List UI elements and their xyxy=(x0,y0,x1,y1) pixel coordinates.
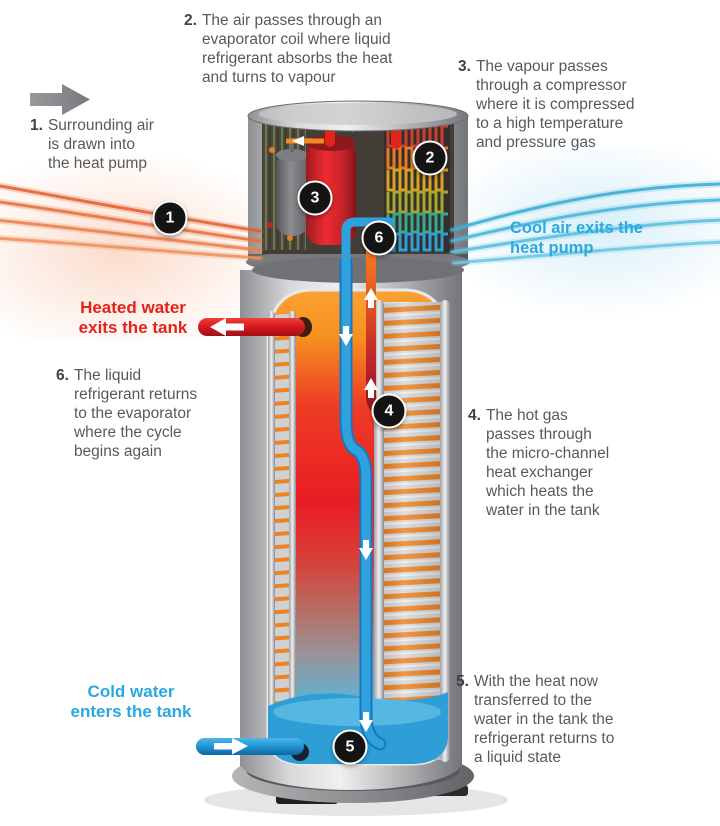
badge-3: 3 xyxy=(297,180,333,216)
step-2-text: 2. The air passes through an evaporator … xyxy=(184,12,393,86)
cold-water-label: Cold water enters the tank xyxy=(70,682,192,721)
heated-water-label: Heated water exits the tank xyxy=(78,298,188,337)
step-5-number: 5. xyxy=(456,673,469,690)
refrigerant-pipe-cold xyxy=(339,217,395,751)
cold-water-inlet-pipe xyxy=(196,738,304,755)
cold-water-pool xyxy=(268,692,448,764)
intake-arrow-icon xyxy=(30,84,90,115)
badge-6: 6 xyxy=(361,220,397,256)
step-1-number: 1. xyxy=(30,117,43,134)
badge-1: 1 xyxy=(152,200,188,236)
step-2-number: 2. xyxy=(184,12,197,29)
step-4-number: 4. xyxy=(468,407,481,424)
heat-exchanger-coil-left xyxy=(268,311,296,747)
step-1-text: 1. Surrounding air is drawn into the hea… xyxy=(30,117,154,172)
warm-air-streams xyxy=(0,182,264,262)
water-tank xyxy=(240,270,462,790)
heat-pump-unit xyxy=(246,100,470,283)
hot-water-outlet-pipe xyxy=(198,317,312,337)
step-6-number: 6. xyxy=(56,367,69,384)
cool-air-label: Cool air exits the heat pump xyxy=(510,219,643,257)
cool-air-streams xyxy=(448,180,720,267)
step-6-text: 6. The liquid refrigerant returns to the… xyxy=(56,367,198,460)
badge-2: 2 xyxy=(412,140,448,176)
badge-4: 4 xyxy=(371,393,407,429)
heat-exchanger-coil-right xyxy=(374,300,450,762)
badge-5: 5 xyxy=(332,729,368,765)
step-3-number: 3. xyxy=(458,58,471,75)
step-5-text: 5. With the heat now transferred to the … xyxy=(456,673,615,766)
step-4-text: 4. The hot gas passes through the micro-… xyxy=(468,407,610,519)
step-3-text: 3. The vapour passes through a compresso… xyxy=(458,58,635,151)
